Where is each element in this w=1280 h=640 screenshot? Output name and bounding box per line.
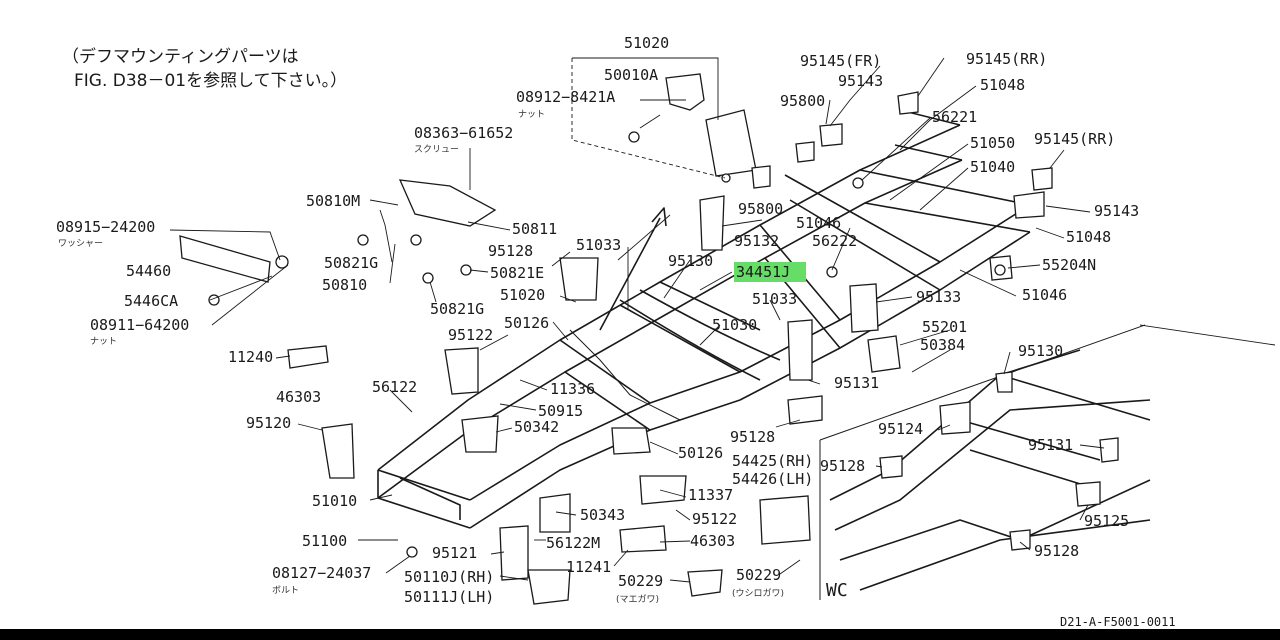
label-50126-b: 50126	[678, 444, 723, 462]
label-95120: 95120	[246, 414, 291, 432]
note-line-2: FIG. D38－01を参照して下さい。）	[74, 71, 347, 91]
label-51046-mid: 51046	[796, 214, 841, 232]
label-51048-top: 51048	[980, 76, 1025, 94]
label-08911-sub: ナット	[90, 336, 117, 347]
label-95128-a: 95128	[488, 242, 533, 260]
bottom-border-bar	[0, 629, 1280, 640]
label-WC: WC	[826, 580, 848, 601]
label-55204N: 55204N	[1042, 256, 1096, 274]
label-95145-rr: 95145(RR)	[966, 50, 1047, 68]
label-11240: 11240	[228, 348, 273, 366]
figure-code: D21-A-F5001-0011	[1060, 615, 1176, 629]
label-95121: 95121	[432, 544, 477, 562]
label-95131-a: 95131	[834, 374, 879, 392]
label-50821G-a: 50821G	[324, 254, 378, 272]
inset-frame-drawing	[819, 324, 1151, 600]
highlight-box	[734, 262, 806, 282]
label-55201: 55201	[922, 318, 967, 336]
label-08127: 08127−24037	[272, 564, 371, 582]
label-95800-top: 95800	[780, 92, 825, 110]
label-56122M: 56122M	[546, 534, 600, 552]
label-51046-right: 51046	[1022, 286, 1067, 304]
label-50111J: 50111J(LH)	[404, 588, 494, 606]
label-50821G-b: 50821G	[430, 300, 484, 318]
label-56221: 56221	[932, 108, 977, 126]
part-labels: 51020 50010A 08912−8421A ナット 08363−61652…	[56, 34, 1139, 606]
label-50810: 50810	[322, 276, 367, 294]
label-51030: 51030	[712, 316, 757, 334]
label-51033-a: 51033	[576, 236, 621, 254]
label-08127-sub: ボルト	[272, 585, 299, 596]
label-50229-b: 50229	[736, 566, 781, 584]
label-50229-a-sub: (マエガワ)	[616, 594, 659, 605]
label-50126-a: 50126	[504, 314, 549, 332]
label-95124: 95124	[878, 420, 923, 438]
label-50229-b-sub: (ウシロガワ)	[732, 588, 784, 599]
label-51048-right: 51048	[1066, 228, 1111, 246]
label-56222: 56222	[812, 232, 857, 250]
label-51010: 51010	[312, 492, 357, 510]
label-51050: 51050	[970, 134, 1015, 152]
label-50811: 50811	[512, 220, 557, 238]
label-95143-top: 95143	[838, 72, 883, 90]
label-08915: 08915−24200	[56, 218, 155, 236]
label-46303-b: 46303	[690, 532, 735, 550]
label-50343: 50343	[580, 506, 625, 524]
label-50810M: 50810M	[306, 192, 360, 210]
leader-lines	[169, 57, 1276, 583]
label-11337: 11337	[688, 486, 733, 504]
label-95131-b: 95131	[1028, 436, 1073, 454]
label-5446CA: 5446CA	[124, 292, 178, 310]
label-54426: 54426(LH)	[732, 470, 813, 488]
note-line-1: （デフマウンティングパーツは	[62, 46, 299, 67]
label-08912-sub: ナット	[518, 109, 545, 120]
label-95800-mid: 95800	[738, 200, 783, 218]
label-11241: 11241	[566, 558, 611, 576]
label-51020-top: 51020	[624, 34, 669, 52]
label-50384: 50384	[920, 336, 965, 354]
label-54460: 54460	[126, 262, 171, 280]
label-95128-d: 95128	[1034, 542, 1079, 560]
label-08363-sub: スクリュー	[414, 144, 459, 155]
label-56122-a: 56122	[372, 378, 417, 396]
label-08912: 08912−8421A	[516, 88, 615, 106]
label-51100: 51100	[302, 532, 347, 550]
label-95132: 95132	[734, 232, 779, 250]
label-50915: 50915	[538, 402, 583, 420]
label-34451J: 34451J	[736, 263, 790, 281]
label-08911: 08911−64200	[90, 316, 189, 334]
label-46303-a: 46303	[276, 388, 321, 406]
label-95145-fr: 95145(FR)	[800, 52, 881, 70]
label-50821E: 50821E	[490, 264, 544, 282]
label-51033-b: 51033	[752, 290, 797, 308]
label-95130-b: 95130	[1018, 342, 1063, 360]
label-95133: 95133	[916, 288, 961, 306]
label-50110J: 50110J(RH)	[404, 568, 494, 586]
label-51020-mid: 51020	[500, 286, 545, 304]
direction-arrow	[599, 207, 667, 331]
label-50342: 50342	[514, 418, 559, 436]
label-50229-a: 50229	[618, 572, 663, 590]
label-95145-rr-2: 95145(RR)	[1034, 130, 1115, 148]
label-51040: 51040	[970, 158, 1015, 176]
label-95128-b: 95128	[730, 428, 775, 446]
label-54425: 54425(RH)	[732, 452, 813, 470]
component-shapes	[179, 73, 1119, 605]
label-50010A: 50010A	[604, 66, 658, 84]
label-08915-sub: ワッシャー	[58, 239, 103, 249]
label-95143-right: 95143	[1094, 202, 1139, 220]
label-95130-a: 95130	[668, 252, 713, 270]
label-95128-c: 95128	[820, 457, 865, 475]
label-95125: 95125	[1084, 512, 1129, 530]
label-08363: 08363−61652	[414, 124, 513, 142]
label-95122-b: 95122	[692, 510, 737, 528]
label-11336: 11336	[550, 380, 595, 398]
label-95122-a: 95122	[448, 326, 493, 344]
